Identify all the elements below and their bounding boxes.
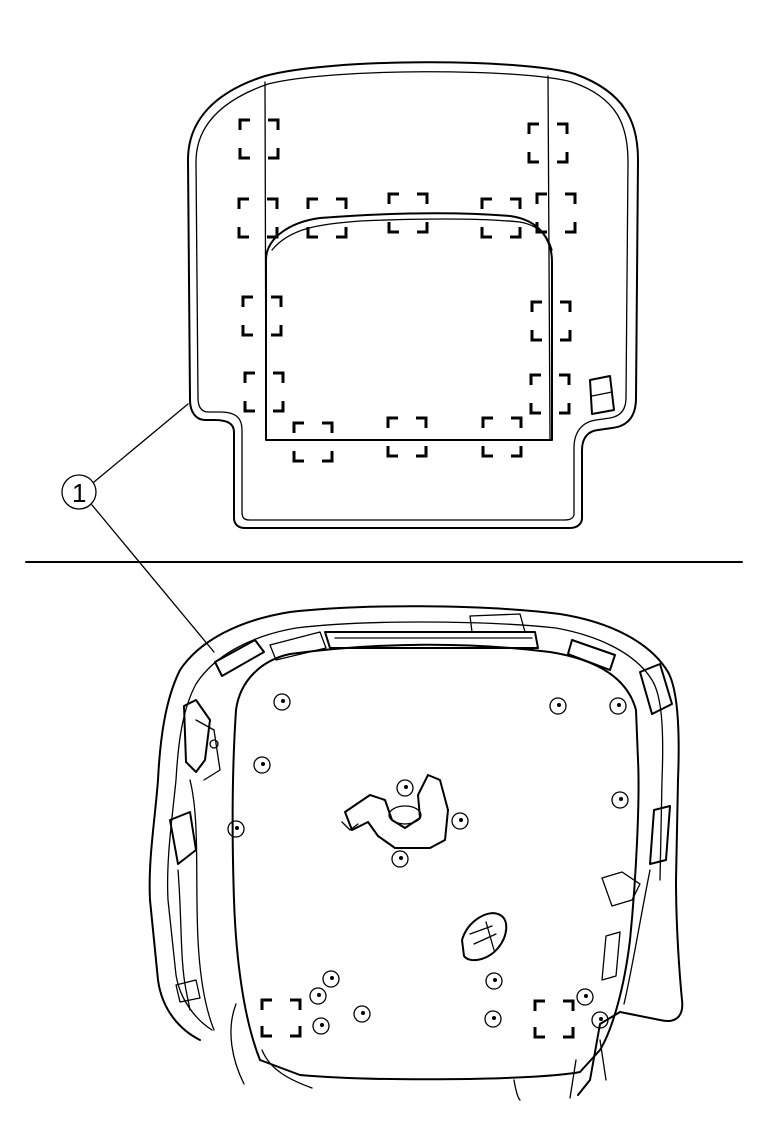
clip-markers-top: [237, 118, 577, 463]
frame-left-hinge: [195, 719, 221, 781]
clip-marker: [530, 300, 572, 342]
bolt-hole: [322, 970, 340, 988]
frame-left-bolt: [209, 739, 219, 749]
bolt-hole: [253, 756, 271, 774]
clip-marker: [292, 421, 334, 463]
trim-seam-right: [547, 75, 551, 441]
clip-marker: [386, 416, 428, 458]
clip-marker: [260, 998, 302, 1038]
frame-adjuster-slot: [388, 805, 422, 825]
bolt-hole: [484, 1010, 502, 1028]
seat-back-frame-view: [148, 605, 684, 1101]
clip-marker: [535, 192, 577, 234]
callout-circle: [61, 474, 97, 510]
frame-left-bracket: [183, 699, 211, 773]
frame-center-adjuster: [344, 774, 449, 849]
callout-leader-bottom: [91, 504, 215, 653]
bolt-hole: [312, 1017, 330, 1035]
trim-inner-outline: [195, 71, 629, 521]
bolt-hole: [273, 693, 291, 711]
bolt-hole: [451, 812, 469, 830]
bolt-hole: [591, 1011, 609, 1029]
trim-inner-panel: [265, 212, 553, 441]
bolt-hole: [549, 697, 567, 715]
frame-bottom-left-leg: [230, 1003, 313, 1089]
trim-outer-outline: [187, 61, 639, 529]
trim-inner-panel-edge: [271, 218, 553, 251]
callout-leader-top: [93, 403, 189, 483]
frame-top-right-bracket: [567, 639, 616, 671]
frame-left-panel: [169, 811, 197, 865]
clip-marker: [480, 197, 522, 239]
frame-top-bar: [324, 631, 539, 649]
frame-center-plate: [231, 643, 640, 1081]
frame-bolt-holes: [227, 693, 629, 1035]
bolt-hole: [309, 987, 327, 1005]
frame-right-upper-bracket: [639, 663, 673, 715]
clip-markers-bottom: [260, 998, 575, 1039]
frame-knob-detail: [469, 921, 497, 951]
frame-right-wire: [623, 869, 651, 1005]
frame-left-lower-bracket: [175, 979, 201, 1003]
frame-center-knob: [461, 912, 508, 962]
frame-left-wire: [189, 779, 215, 1031]
callout-label: 1: [72, 478, 86, 508]
clip-marker: [527, 122, 569, 164]
bolt-hole: [391, 850, 409, 868]
clip-marker: [238, 118, 280, 160]
clip-marker: [237, 197, 279, 239]
frame-right-panel: [649, 805, 671, 865]
frame-left-wire-2: [177, 869, 191, 1011]
bolt-hole: [611, 791, 629, 809]
frame-top-left-bracket-2: [269, 631, 327, 661]
clip-marker: [481, 416, 523, 458]
frame-outer-outline: [148, 605, 684, 1096]
frame-adjuster-lug: [341, 821, 359, 831]
frame-top-left-bracket: [214, 639, 265, 677]
bolt-hole: [485, 972, 503, 990]
frame-bottom-right-leg: [513, 1039, 607, 1101]
callout-1[interactable]: 1: [61, 403, 215, 653]
clip-marker: [533, 999, 575, 1039]
frame-right-lower-panel: [601, 931, 621, 981]
clip-marker: [243, 371, 285, 413]
frame-inner-outline: [166, 621, 664, 1031]
trim-tab-detail: [591, 391, 613, 397]
frame-top-bar-detail-2: [469, 613, 526, 633]
trim-tab: [589, 375, 615, 415]
trim-panel-view: [187, 61, 639, 529]
clip-marker: [387, 192, 429, 234]
bolt-hole: [396, 779, 414, 797]
bolt-hole: [227, 820, 245, 838]
frame-right-bracket: [601, 871, 641, 907]
bolt-hole: [609, 697, 627, 715]
bolt-hole: [353, 1005, 371, 1023]
clip-marker: [241, 295, 283, 337]
clip-marker: [529, 373, 571, 415]
bolt-hole: [576, 988, 594, 1006]
clip-marker: [306, 197, 348, 239]
